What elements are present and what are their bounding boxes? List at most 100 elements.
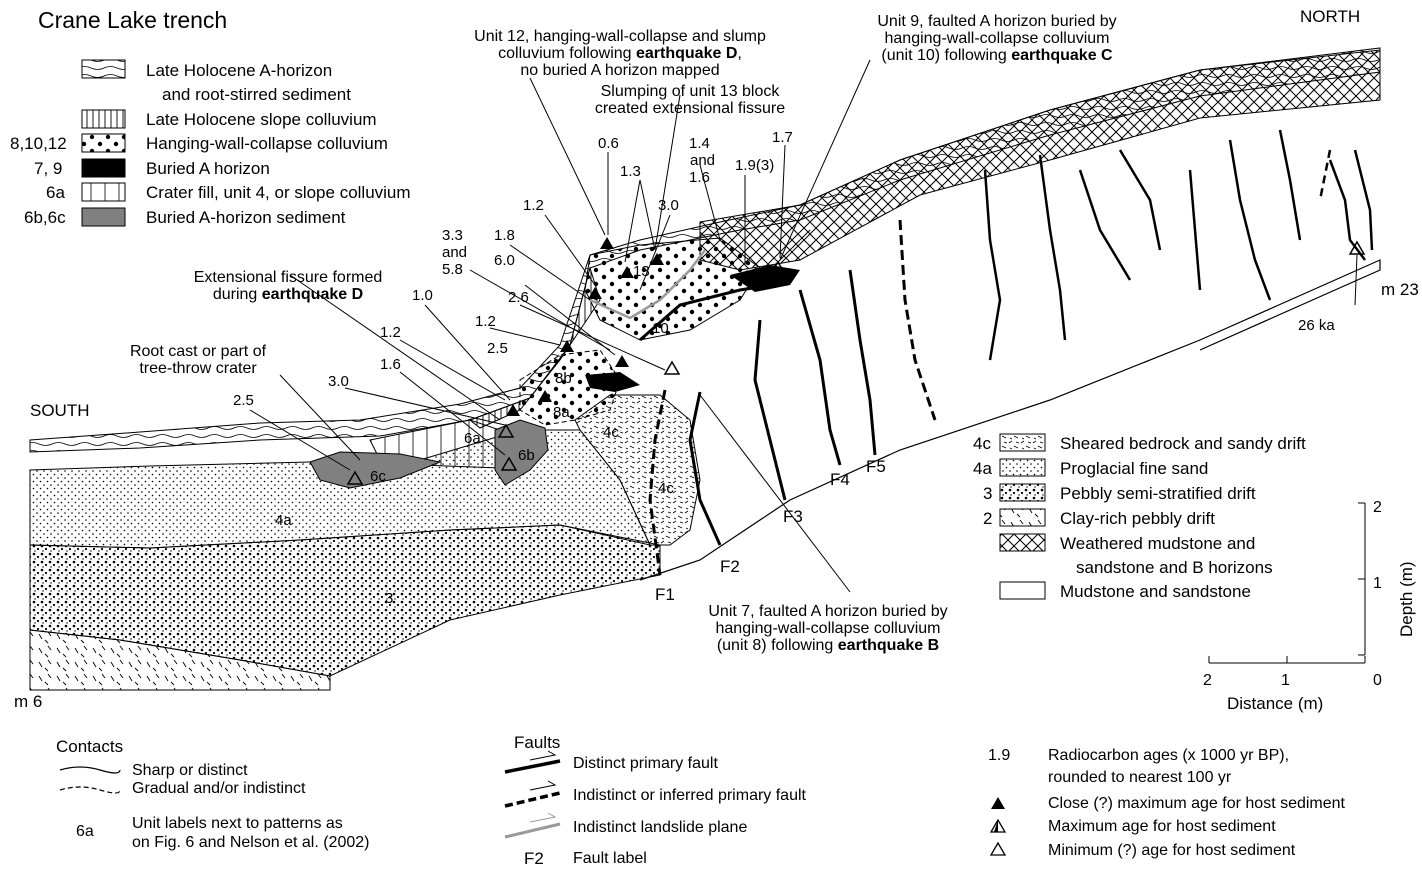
legend-label: Hanging-wall-collapse colluvium — [146, 134, 388, 153]
sharp-contact-line-icon — [60, 767, 120, 773]
unit-label: 6a — [464, 430, 481, 447]
svg-text:tree-throw crater: tree-throw crater — [139, 360, 257, 377]
legend-code: 6a — [46, 183, 65, 202]
legend-label: Crater fill, unit 4, or slope colluvium — [146, 183, 411, 202]
open-triangle-icon — [665, 362, 679, 374]
legend-label: Sheared bedrock and sandy drift — [1060, 434, 1306, 453]
legend-label: Pebbly semi-stratified drift — [1060, 484, 1256, 503]
unit-legend-right: 4c Sheared bedrock and sandy drift 4a Pr… — [973, 434, 1306, 601]
fault-label-F4: F4 — [830, 470, 850, 489]
radiocarbon-symbol-label: Maximum age for host sediment — [1048, 818, 1276, 835]
legend-label: Mudstone and sandstone — [1060, 582, 1251, 601]
svg-text:colluvium following earthquake: colluvium following earthquake D, — [498, 45, 742, 62]
closed-triangle-icon — [991, 797, 1005, 809]
age-value: and — [442, 244, 467, 261]
legend-swatch-crosshatch — [1000, 534, 1045, 551]
station-right-label: m 23 — [1381, 280, 1419, 299]
legend-label: Buried A-horizon sediment — [146, 208, 346, 227]
depth-tick: 1 — [1373, 575, 1382, 592]
fault-label-F2: F2 — [720, 557, 740, 576]
callout-unit7: Unit 7, faulted A horizon buried by — [708, 603, 947, 620]
closed-triangle-icon — [600, 237, 614, 249]
legend-code: 4c — [973, 434, 991, 453]
legend-swatch-sheared — [1000, 434, 1045, 451]
unit-label: 6c — [370, 468, 386, 485]
legend-swatch-vertical — [82, 110, 125, 128]
legend-label: and root-stirred sediment — [162, 85, 351, 104]
fault-label-F1: F1 — [655, 585, 675, 604]
legend-label: Buried A horizon — [146, 159, 270, 178]
fault-legend-item: Fault label — [573, 850, 647, 867]
legend-label: Late Holocene slope colluvium — [146, 110, 377, 129]
legend-swatch-wavy — [82, 60, 125, 78]
contact-item: Gradual and/or indistinct — [132, 780, 306, 797]
age-value: 0.6 — [598, 135, 619, 152]
faults-heading: Faults — [514, 733, 560, 752]
age-value: 1.2 — [380, 324, 401, 341]
age-value: 5.8 — [442, 261, 463, 278]
legend-label: Late Holocene A-horizon — [146, 61, 332, 80]
legend-swatch-dash — [1000, 509, 1045, 526]
age-value: 1.6 — [689, 169, 710, 186]
fault-legend-item: Indistinct or inferred primary fault — [573, 787, 807, 804]
age-value: 1.9(3) — [735, 157, 774, 174]
unit-label: 4c — [658, 480, 674, 497]
unit-note: on Fig. 6 and Nelson et al. (2002) — [132, 834, 369, 851]
unit-label: 3 — [385, 590, 393, 607]
age-value: 1.0 — [412, 287, 433, 304]
legend-swatch-black — [82, 159, 125, 177]
legend-swatch-gray — [82, 208, 125, 226]
station-left-label: m 6 — [14, 692, 42, 711]
inferred-fault-icon — [505, 793, 560, 806]
age-value: 3.0 — [328, 373, 349, 390]
unit-label: 13 — [633, 263, 650, 280]
legend-code: 7, 9 — [34, 159, 62, 178]
unit-code-example: 6a — [76, 823, 94, 840]
depth-tick: 0 — [1373, 672, 1382, 689]
age-value: 1.4 — [689, 135, 710, 152]
age-value: 1.8 — [494, 227, 515, 244]
callout-rootcast: Root cast or part of — [130, 343, 267, 360]
fault-label-F3: F3 — [783, 507, 803, 526]
svg-text:(unit 10) following earthquake: (unit 10) following earthquake C — [881, 47, 1113, 64]
contact-item: Sharp or distinct — [132, 762, 248, 779]
unit-label: 4c — [603, 424, 619, 441]
distinct-fault-icon — [505, 761, 560, 772]
radiocarbon-symbol-label: Minimum (?) age for host sediment — [1048, 842, 1296, 859]
svg-text:during earthquake D: during earthquake D — [213, 286, 363, 303]
distance-tick: 2 — [1203, 672, 1212, 689]
radiocarbon-legend: 1.9 Radiocarbon ages (x 1000 yr BP), rou… — [988, 747, 1346, 859]
radiocarbon-line: rounded to nearest 100 yr — [1048, 769, 1232, 786]
fault-label-example: F2 — [524, 849, 544, 868]
age-value: 1.6 — [380, 356, 401, 373]
legend-swatch-sparse — [82, 183, 125, 201]
unit-label: 4a — [275, 512, 292, 529]
svg-text:(unit 8) following earthquake: (unit 8) following earthquake B — [717, 637, 939, 654]
unit-label: 8b — [555, 370, 572, 387]
callout-unit12: Unit 12, hanging-wall-collapse and slump — [474, 28, 766, 45]
fault-F4-trace — [800, 290, 840, 465]
age-value: 3.0 — [658, 197, 679, 214]
depth-tick: 2 — [1373, 499, 1382, 516]
legend-code: 4a — [973, 459, 992, 478]
age-value: 1.2 — [475, 313, 496, 330]
legend-swatch-blank — [1000, 582, 1045, 599]
age-value: 1.7 — [772, 129, 793, 146]
legend-code: 3 — [983, 484, 992, 503]
legend-swatch-dots — [82, 134, 125, 152]
north-label: NORTH — [1300, 7, 1360, 26]
age-value: 6.0 — [494, 252, 515, 269]
figure-title: Crane Lake trench — [38, 7, 227, 33]
landslide-plane-icon — [505, 824, 560, 837]
radiocarbon-symbol-label: Close (?) maximum age for host sediment — [1048, 795, 1346, 812]
trench-floor-line — [640, 260, 1380, 580]
age-value: 2.5 — [233, 392, 254, 409]
legend-code: 6b,6c — [24, 208, 66, 227]
svg-text:no buried A horizon mapped: no buried A horizon mapped — [520, 62, 719, 79]
distance-tick: 1 — [1281, 672, 1290, 689]
legend-swatch-pebbly — [1000, 484, 1045, 501]
open-triangle-icon — [991, 843, 1005, 855]
radiocarbon-line: Radiocarbon ages (x 1000 yr BP), — [1048, 747, 1289, 764]
